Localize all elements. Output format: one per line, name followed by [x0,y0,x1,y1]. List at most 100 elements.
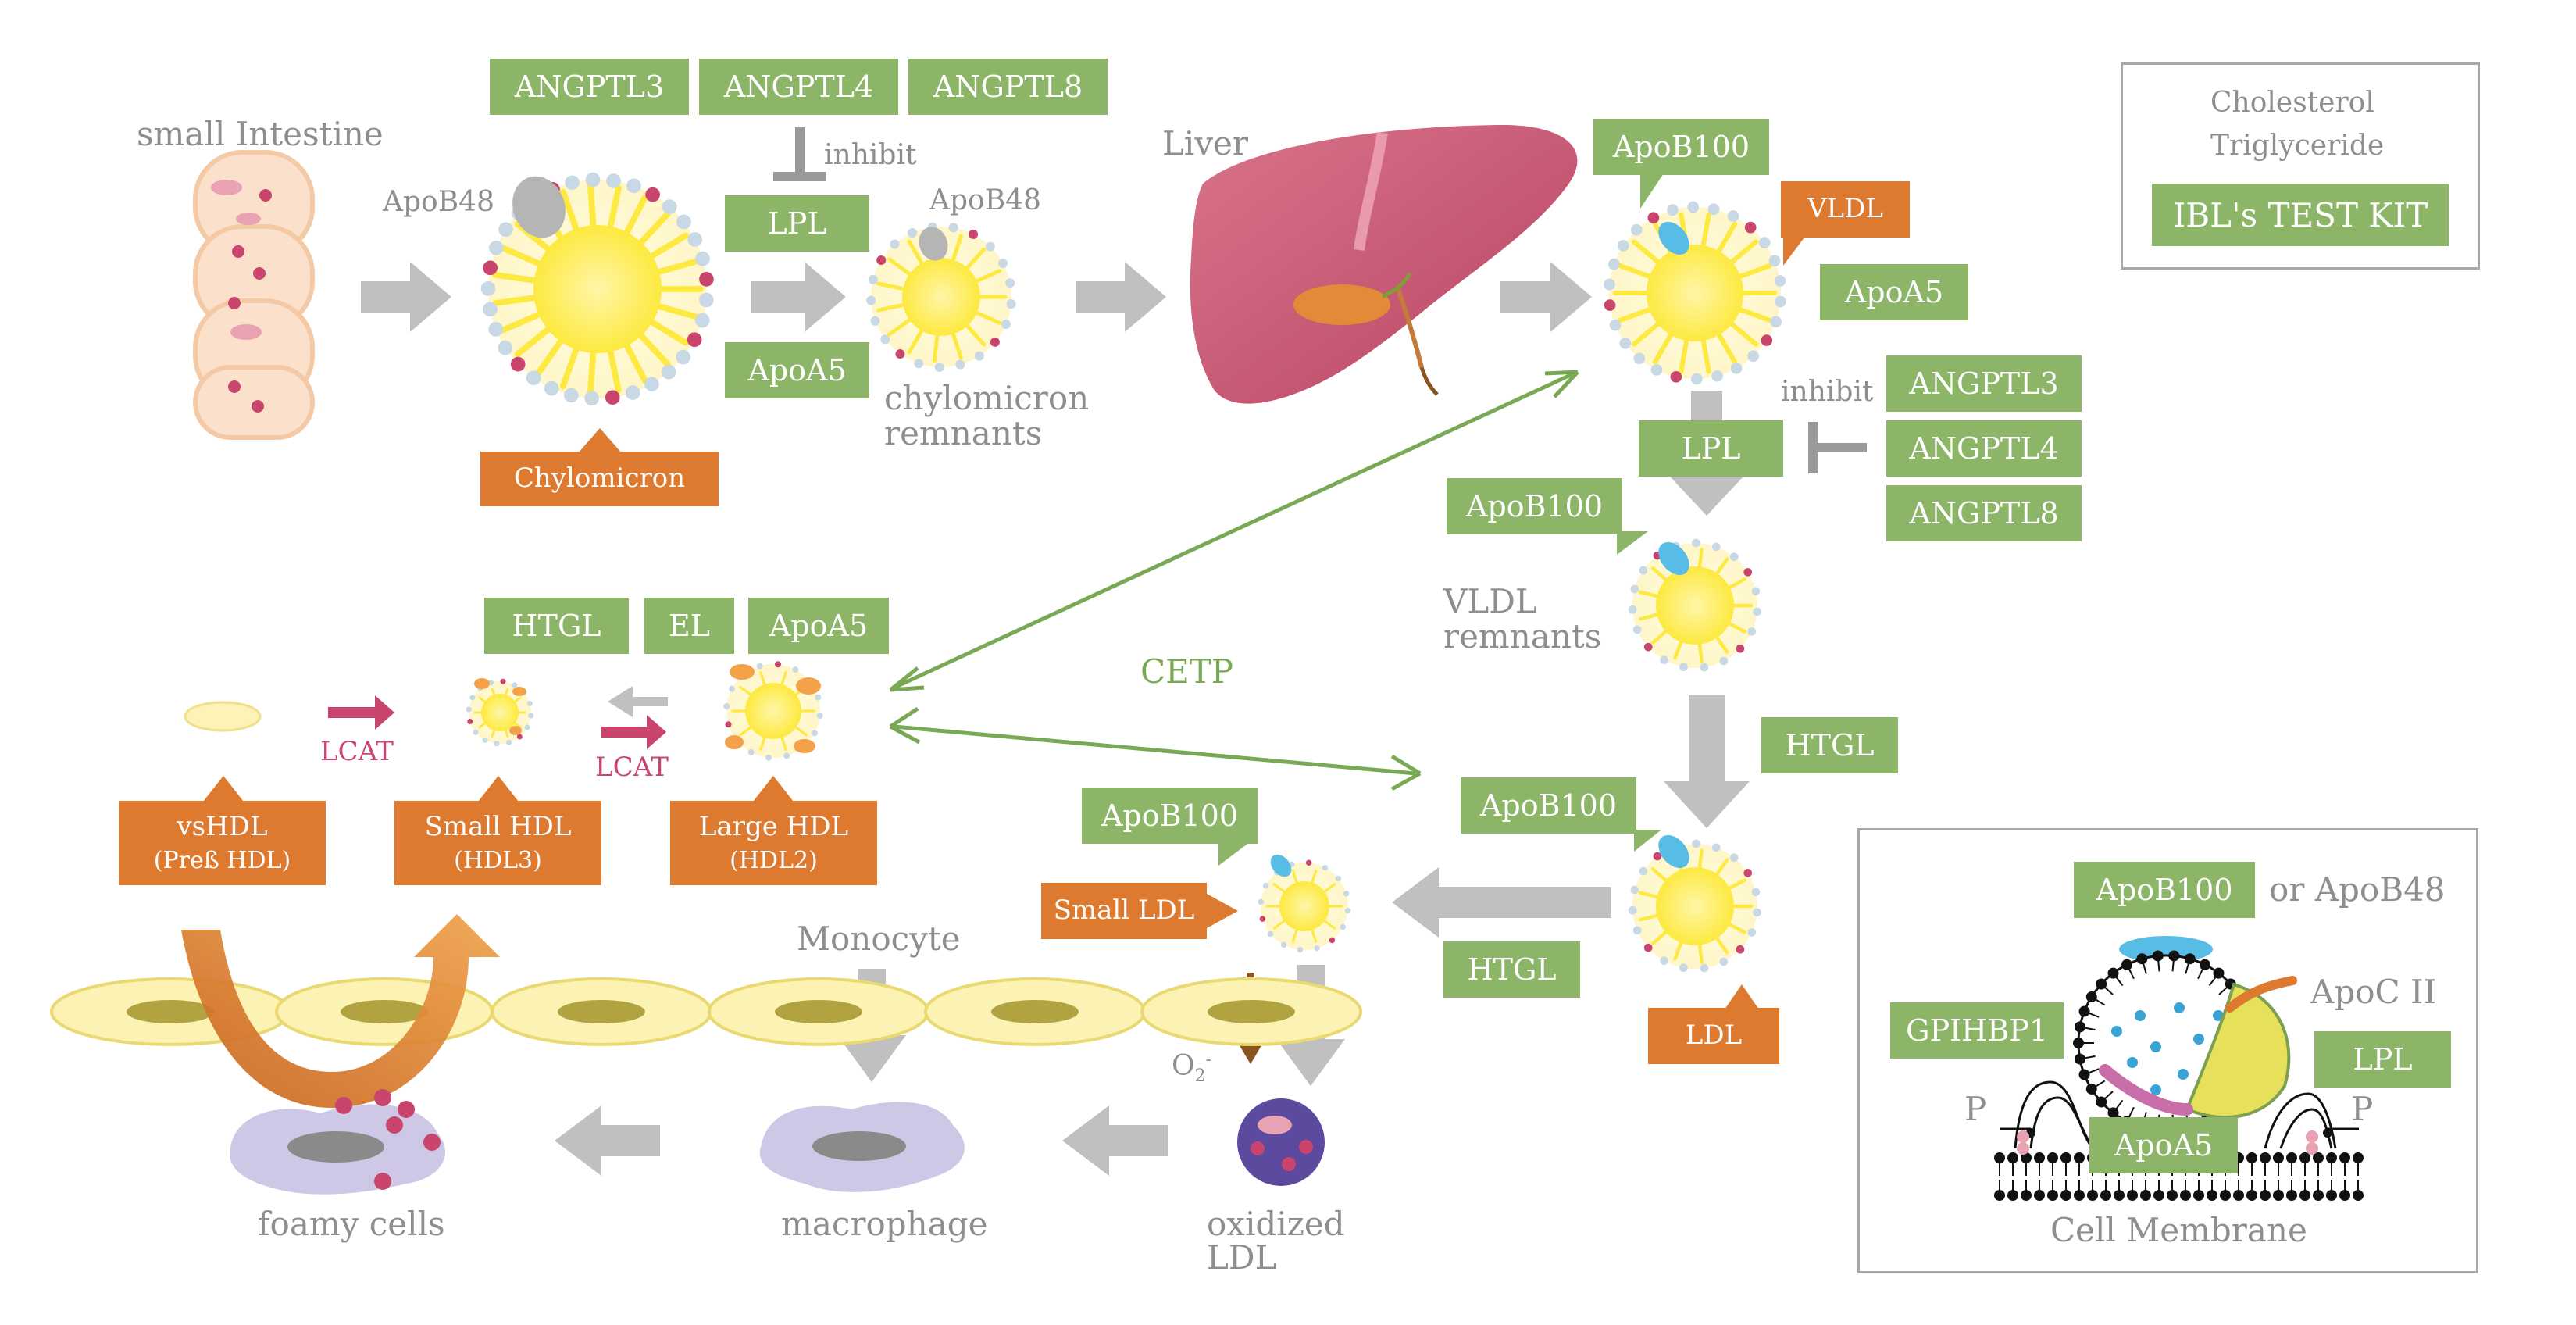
ldl-apob100-pointer [1634,830,1661,852]
chylomicron-remnants-label-line1: chylomicron [884,379,1090,417]
small-intestine [193,150,315,440]
membrane-apob100-box: ApoB100 [2074,862,2255,918]
liver-organ [1190,125,1578,404]
vldl-apob100-pointer [1640,173,1664,209]
small-ldl-apob100-shape [1270,854,1292,877]
large-hdl-pointer [753,776,794,802]
vldl-remnant-apob100-box: ApoB100 [1447,478,1622,534]
right-angptl4-box: ANGPTL4 [1886,420,2082,477]
large-hdl-subname: (HDL2) [730,846,818,874]
hdl-el-box: EL [644,598,734,654]
vldl-particle [1604,201,1786,385]
large-hdl-box: Large HDL (HDL2) [670,801,877,885]
right-lpl-box: LPL [1639,420,1783,477]
macrophage-cell [759,1102,965,1192]
arrow-remnant-to-liver [1076,262,1166,332]
arrow-large-to-small-hdl [608,686,668,717]
small-hdl-name: Small HDL [424,810,572,842]
vldl-label: VLDL [1781,181,1910,238]
oxidized-ldl-particle [1237,1098,1325,1186]
small-ldl-label-text: Small LDL [1053,895,1195,927]
hdl-apo-bits [474,664,821,753]
small-ldl-label: Small LDL [1041,883,1207,939]
vldl-remnants-label-line1: VLDL [1443,582,1537,620]
chylomicron-label-text: Chylomicron [513,462,686,495]
lcat-label-right: LCAT [595,752,669,783]
vshdl-box: vsHDL (Preß HDL) [119,801,326,885]
chylomicron-label: Chylomicron [480,452,719,506]
lipoprotein-particles [466,172,1786,973]
vldl-remnant-apob100-shape [1658,541,1689,576]
o2-superscript: - [1205,1050,1211,1070]
arrow-macrophage-to-foamy [555,1105,660,1176]
membrane-gpihbp1-box: GPIHBP1 [1890,1002,2064,1059]
ldl-pointer [1725,984,1759,1009]
membrane-apoa5-box: ApoA5 [2089,1117,2238,1173]
htgl-right-box: HTGL [1761,717,1898,773]
lcat-arrows [328,695,666,749]
test-kit-badge: IBL's TEST KIT [2152,184,2449,246]
top-apoa5-box: ApoA5 [725,342,869,398]
macrophage-label: macrophage [781,1205,988,1243]
arrow-liver-to-vldl [1500,262,1592,332]
arrow-chylomicron-to-remnant [751,262,846,332]
o2-subscript: 2 [1194,1066,1206,1087]
arrow-ldl-to-small-ldl [1392,867,1611,938]
small-ldl-apob100-pointer [1218,842,1250,866]
monocyte-label: Monocyte [797,920,961,958]
membrane-illustration [1994,936,2364,1201]
membrane-apoc2-label: ApoC II [2310,973,2437,1011]
htgl-bottom-box: HTGL [1443,941,1580,998]
small-ldl-apob100-box: ApoB100 [1082,788,1258,844]
top-angptl3-box: ANGPTL3 [490,59,689,115]
right-angptl8-box: ANGPTL8 [1886,485,2082,541]
small-hdl-pointer [478,776,519,802]
ldl-label: LDL [1648,1008,1779,1064]
vldl-pointer [1783,234,1807,266]
inhibit-bar-right [1808,422,1867,473]
legend-triglyceride-label: Triglyceride [2210,130,2385,162]
remnant-apob48-label: ApoB48 [929,184,1041,216]
top-inhibit-label: inhibit [824,139,917,171]
vldl-remnants-label-line2: remnants [1443,617,1602,655]
chylomicron-particle [480,172,714,406]
arrow-intestine-to-chylomicron [361,262,451,332]
cell-membrane-label: Cell Membrane [2050,1211,2307,1249]
vshdl-disk [184,701,262,732]
o2-label-text: O [1172,1050,1195,1082]
vldl-apob100-shape [1658,221,1689,255]
chylomicron-pointer [578,428,622,453]
chylomicron-apob48-label: ApoB48 [383,186,494,218]
vldl-label-text: VLDL [1807,193,1883,225]
membrane-lpl-box: LPL [2314,1031,2451,1088]
membrane-p-right-label: P [2351,1090,2374,1128]
ldl-apob100-shape [1658,834,1689,869]
chylomicron-remnant-particle [866,222,1016,372]
hdl-cycle-curve-arrow [181,914,500,1108]
small-hdl-subname: (HDL3) [454,846,542,874]
arrow-oxidized-to-macrophage [1062,1105,1168,1176]
top-lpl-box: LPL [725,195,869,252]
membrane-p-left-label: P [1964,1090,1987,1128]
chylomicron-remnants-label-line2: remnants [884,414,1043,452]
vldl-remnant-apob100-pointer [1617,531,1648,555]
o2-label: O2- [1172,1051,1211,1085]
hdl-apoa5-box: ApoA5 [748,598,889,654]
vldl-remnant-particle [1628,538,1761,672]
ldl-label-text: LDL [1685,1020,1743,1052]
foamy-cell [230,1089,446,1195]
oxidized-ldl-label-line1: oxidized [1207,1205,1345,1243]
legend-cholesterol-label: Cholesterol [2210,87,2374,119]
cetp-label: CETP [1140,652,1234,691]
right-angptl3-box: ANGPTL3 [1886,355,2082,412]
small-ldl-pointer [1207,894,1238,928]
large-hdl-name: Large HDL [698,810,849,842]
vshdl-pointer [203,776,244,802]
vldl-apoa5-box: ApoA5 [1820,264,1968,320]
vldl-apob100-box: ApoB100 [1593,119,1769,175]
chylomicron-apob48-shape [512,176,566,238]
small-intestine-label: small Intestine [137,115,384,153]
arrow-remnant-to-ldl [1664,695,1750,828]
remnant-apob48-shape [919,227,948,261]
